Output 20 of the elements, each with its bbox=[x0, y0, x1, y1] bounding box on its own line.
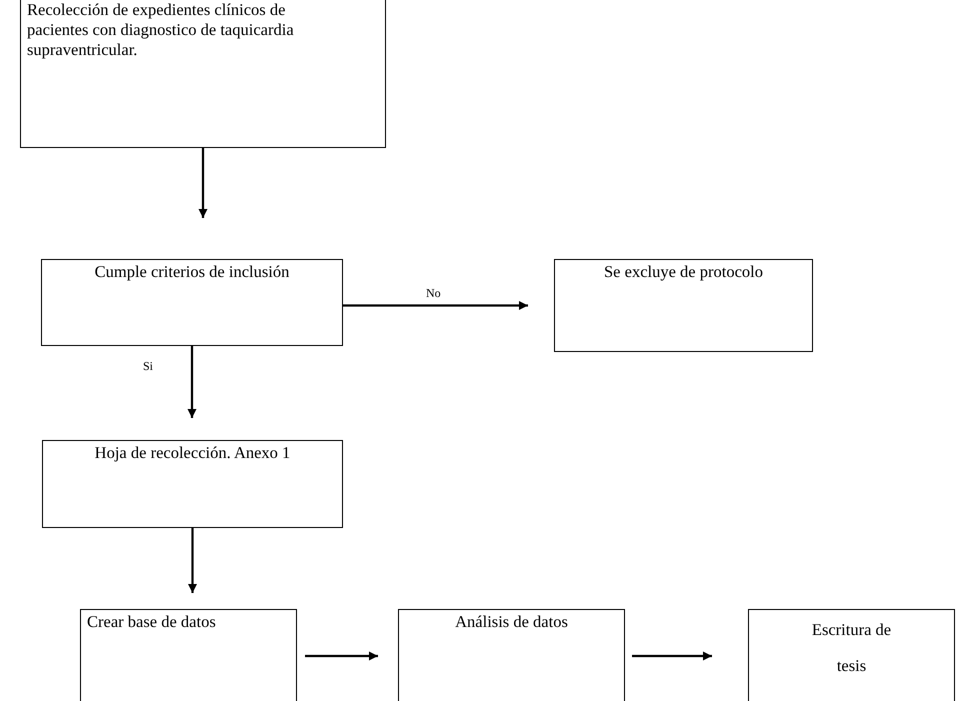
process-box bbox=[398, 609, 625, 701]
box-text: Se excluye de protocolo bbox=[603, 262, 764, 282]
box-text: Cumple criterios de inclusión bbox=[94, 262, 290, 282]
arrow bbox=[305, 652, 378, 660]
arrow bbox=[343, 301, 528, 310]
process-box bbox=[80, 609, 297, 701]
process-box bbox=[41, 259, 343, 346]
process-box bbox=[20, 0, 386, 148]
box-text: Escritura de tesis bbox=[810, 619, 892, 678]
process-box bbox=[554, 259, 813, 352]
box-text: Hoja de recolección. Anexo 1 bbox=[94, 443, 292, 463]
arrow bbox=[632, 652, 712, 660]
box-text: Recolección de expedientes clínicos de pacientes con diagnostico de taquicardia supraventricular. bbox=[27, 0, 295, 60]
box-text: Análisis de datos bbox=[454, 612, 569, 632]
box-text: Crear base de datos bbox=[87, 612, 217, 632]
arrow bbox=[188, 346, 196, 418]
process-box bbox=[42, 440, 343, 528]
process-box bbox=[748, 609, 955, 701]
arrow bbox=[198, 148, 208, 218]
arrow bbox=[188, 528, 197, 593]
